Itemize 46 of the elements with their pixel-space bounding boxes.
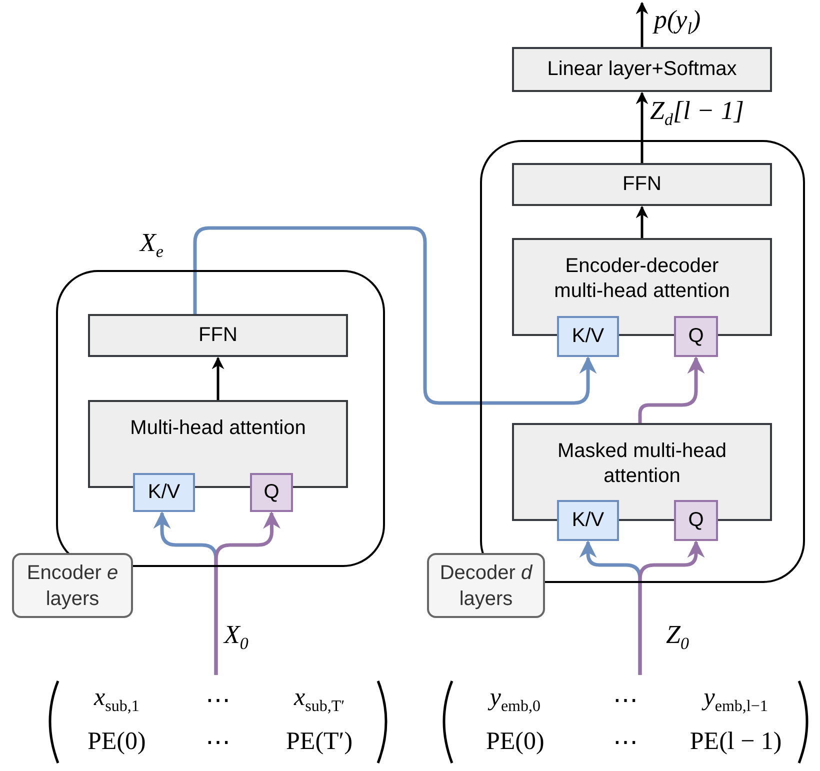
block-label: Q xyxy=(688,325,704,348)
matrix-entry: ⋯ xyxy=(612,728,638,757)
query-port xyxy=(250,473,293,512)
matrix-entry: PE(l − 1) xyxy=(690,728,782,756)
block-label: K/V xyxy=(572,325,604,348)
block-label: Decoder d layers xyxy=(438,560,534,612)
query-port xyxy=(674,500,718,541)
matrix-entry: PE(0) xyxy=(486,728,544,756)
matrix-entry: x$_{sub,1}$ xyxy=(94,684,140,716)
arrow xyxy=(638,540,705,675)
key-value-port xyxy=(133,473,195,512)
matrix-entry: x$_{sub,T′}$ xyxy=(294,684,345,716)
matrix-entry: PE(0) xyxy=(88,728,146,756)
math-label: p(y$_{l}$) xyxy=(654,4,701,40)
block-label: Masked multi-head attention xyxy=(556,439,728,489)
block-label: K/V xyxy=(148,481,180,504)
arrow xyxy=(636,92,648,163)
arrow xyxy=(193,226,597,405)
layer-block xyxy=(512,47,772,92)
block-label: Encoder e layers xyxy=(26,560,120,612)
matrix-entry: ⋯ xyxy=(612,686,638,715)
arrow xyxy=(636,206,648,238)
arrow xyxy=(638,356,705,423)
matrix-entry: ⋯ xyxy=(205,728,230,757)
layer-block xyxy=(88,314,348,357)
block-label: Encoder-decoder multi-head attention xyxy=(553,254,731,304)
block-label: FFN xyxy=(622,173,662,196)
key-value-port xyxy=(557,500,619,541)
matrix-entry: PE(T′) xyxy=(286,728,353,756)
matrix-entry: ⋯ xyxy=(205,686,230,715)
query-port xyxy=(674,316,718,357)
matrix-entry: y$_{emb,l−1}$ xyxy=(704,684,768,716)
arrow xyxy=(214,511,280,675)
arrow xyxy=(636,2,648,47)
block-label: K/V xyxy=(572,509,604,532)
arrow xyxy=(212,356,224,400)
block-label: Multi-head attention xyxy=(130,416,306,441)
layer-block xyxy=(512,163,772,206)
key-value-port xyxy=(557,316,619,357)
layer-count-tag xyxy=(12,553,133,618)
block-label: FFN xyxy=(198,324,238,347)
matrix-entry: y$_{emb,0}$ xyxy=(490,684,540,716)
block-label: Q xyxy=(688,509,704,532)
layer-count-tag xyxy=(427,553,545,618)
block-label: Linear layer+Softmax xyxy=(547,58,737,81)
block-label: Q xyxy=(264,481,280,504)
